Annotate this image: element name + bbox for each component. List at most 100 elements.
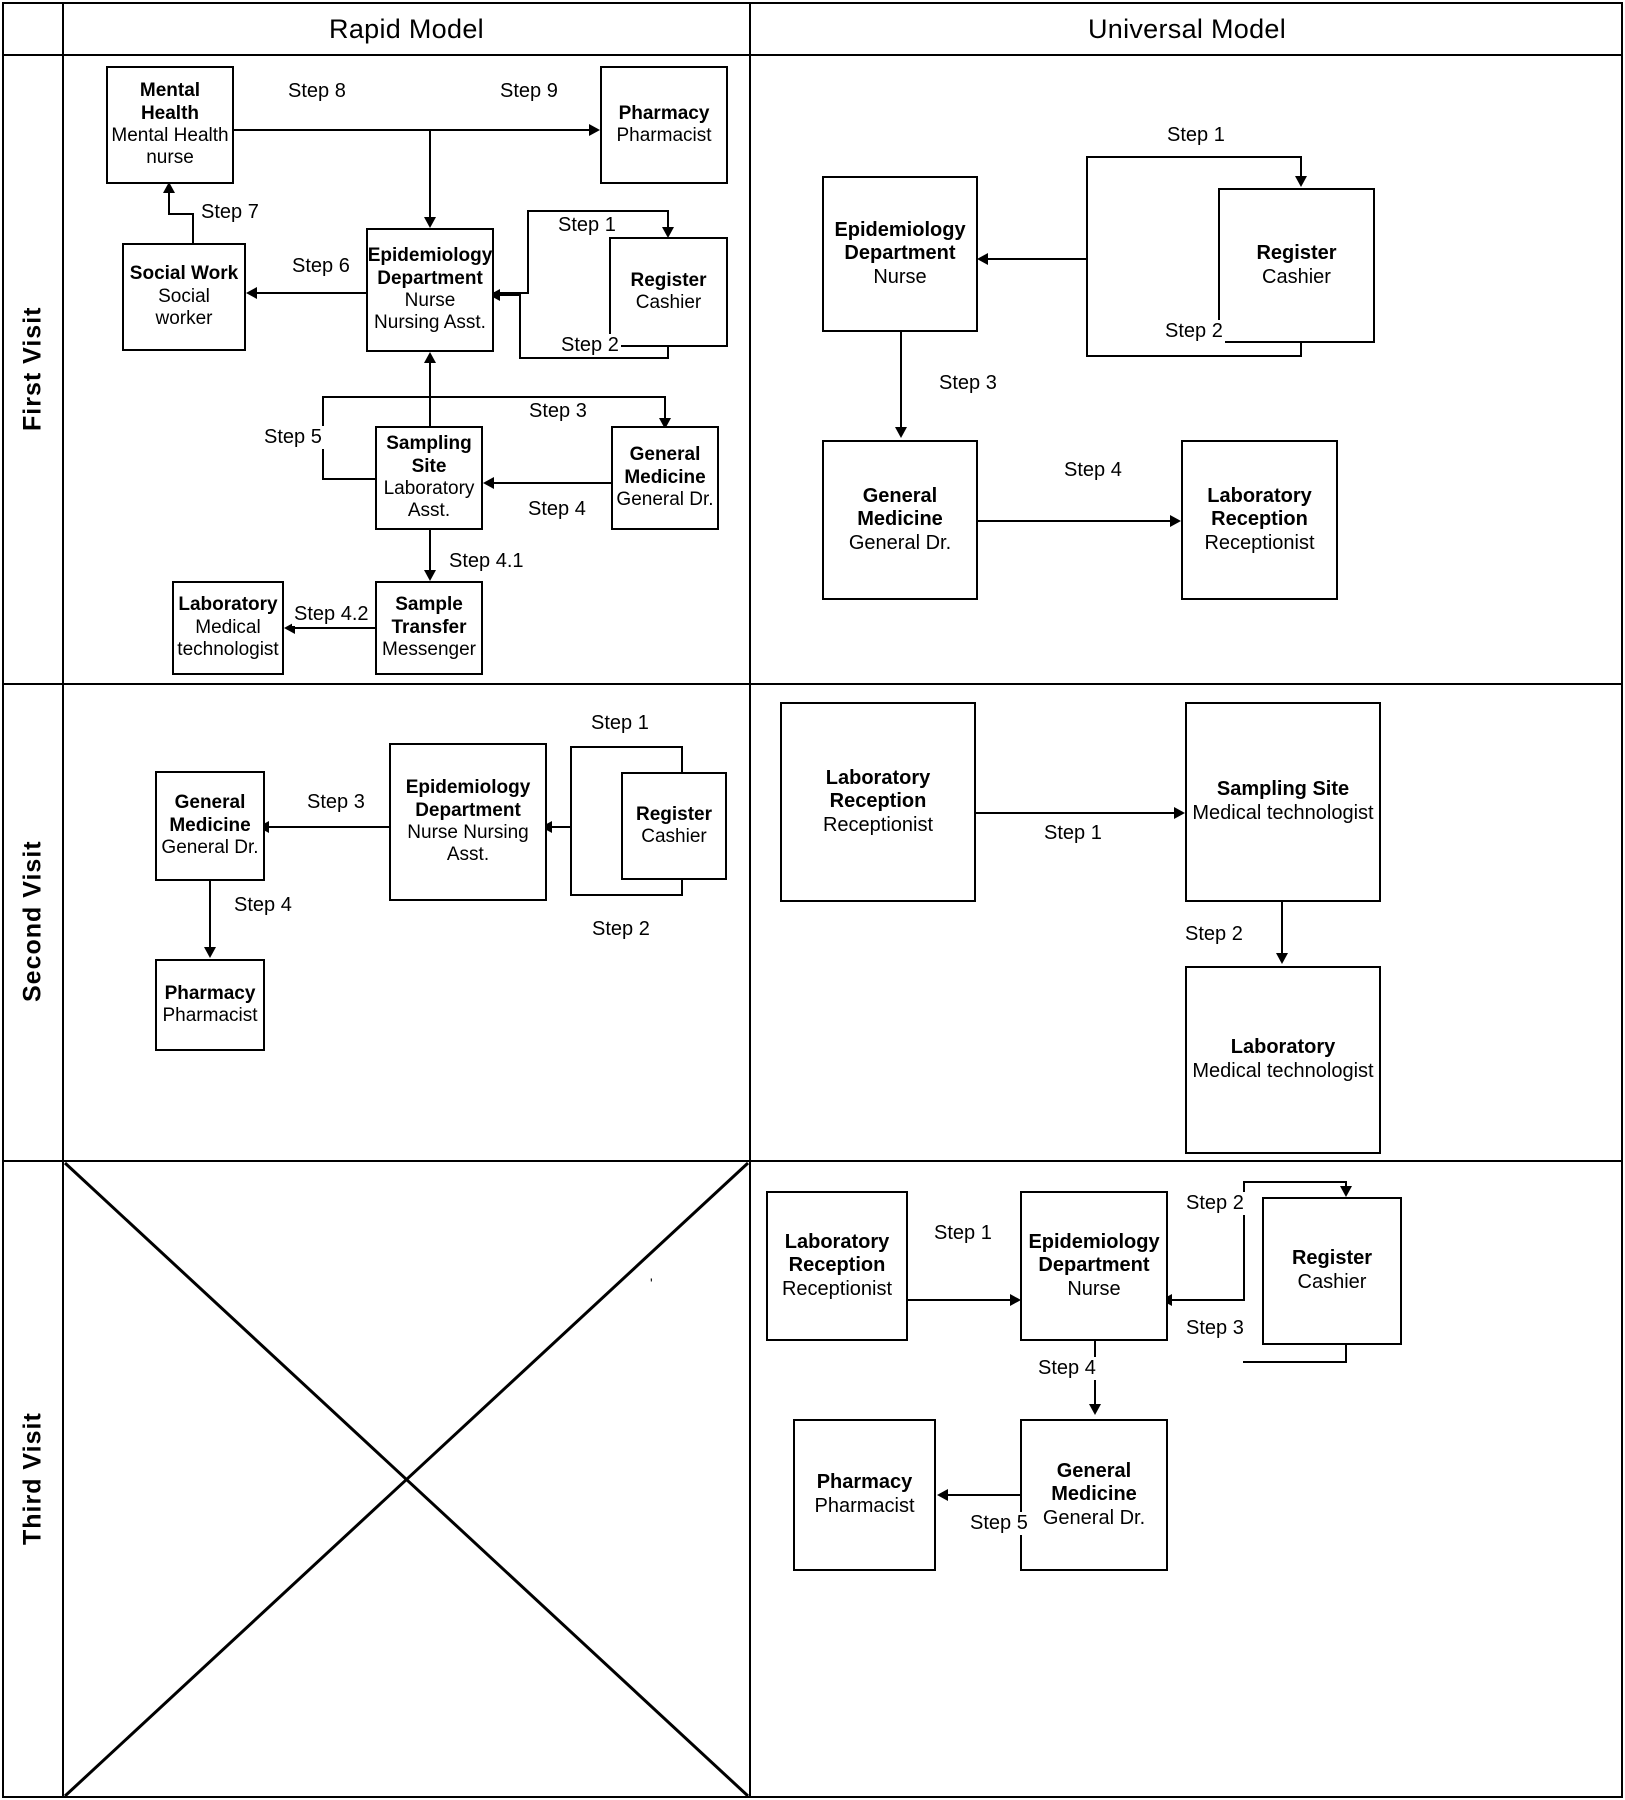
node-laboratory-u2[interactable]: Laboratory Medical technologist: [1185, 966, 1381, 1154]
edge-u3-step3-v1: [1345, 1345, 1347, 1363]
edge-r2-step3: [266, 826, 390, 828]
edge-u3-step2-h: [1243, 1181, 1347, 1183]
node-subtitle: Receptionist: [1204, 531, 1315, 554]
node-mental-health[interactable]: Mental Health Mental Health nurse: [106, 66, 234, 184]
node-title: General Medicine: [1051, 1459, 1137, 1506]
edge-u3-step2-v1: [1243, 1181, 1245, 1299]
node-title: General Medicine: [624, 444, 706, 488]
node-laboratory-reception-u2[interactable]: Laboratory Reception Receptionist: [780, 702, 976, 902]
edge-u1-step1-h: [1086, 156, 1302, 158]
step-label-4-r2: Step 4: [232, 894, 294, 917]
edge-epi-register-stub: [494, 292, 529, 294]
node-subtitle: Receptionist: [781, 1277, 893, 1300]
edge-register-to-epi-h2: [494, 294, 521, 296]
node-sampling-site-r1[interactable]: Sampling Site Laboratory Asst.: [375, 426, 483, 530]
node-subtitle: Pharmacist: [814, 1495, 915, 1517]
node-register-u3[interactable]: Register Cashier: [1262, 1197, 1402, 1345]
step-label-5: Step 5: [262, 426, 324, 449]
node-subtitle: Pharmacist: [616, 125, 712, 146]
node-title: Epidemiology Department: [367, 245, 493, 289]
edge-sampling-to-epi-v: [429, 396, 431, 428]
edge-u3-step2-v2: [1345, 1181, 1347, 1189]
node-title: Pharmacy: [618, 102, 710, 124]
node-title: Pharmacy: [816, 1471, 913, 1494]
node-subtitle: Laboratory Asst.: [383, 478, 475, 522]
edge-u1-step4: [978, 520, 1172, 522]
node-laboratory-reception-u1[interactable]: Laboratory Reception Receptionist: [1181, 440, 1338, 600]
node-title: Pharmacy: [164, 982, 256, 1004]
arrowhead-to-epi-u1: [977, 253, 988, 265]
node-epidemiology-u1[interactable]: Epidemiology Department Nurse: [822, 176, 978, 332]
node-pharmacy-r2[interactable]: Pharmacy Pharmacist: [155, 959, 265, 1051]
node-register-r2[interactable]: Register Cashier: [621, 772, 727, 880]
node-general-medicine-u3[interactable]: General Medicine General Dr.: [1020, 1419, 1168, 1571]
node-laboratory-reception-u3[interactable]: Laboratory Reception Receptionist: [766, 1191, 908, 1341]
edge-u1-step1-v2: [1300, 156, 1302, 178]
row-label-third-visit: Third Visit: [18, 1412, 47, 1546]
step-label-1-r1: Step 1: [556, 214, 618, 237]
step-label-4-1: Step 4.1: [447, 550, 526, 573]
node-subtitle: Cashier: [641, 826, 707, 847]
edge-u3-step3-in: [1168, 1299, 1245, 1301]
node-subtitle: General Dr.: [848, 531, 952, 554]
edge-u2-step2: [1281, 902, 1283, 954]
node-title: General Medicine: [857, 484, 943, 531]
step-label-9: Step 9: [498, 80, 560, 103]
node-title: General Medicine: [169, 792, 251, 836]
node-title: Social Work: [129, 263, 239, 285]
node-register-r1[interactable]: Register Cashier: [609, 237, 728, 347]
edge-junction-to-epidemiology: [429, 129, 431, 219]
node-social-work[interactable]: Social Work Social worker: [122, 243, 246, 351]
edge-social-to-mental-v2: [168, 192, 170, 214]
row-label-second-visit: Second Visit: [18, 840, 47, 1003]
edge-register-to-epi-h1: [519, 357, 669, 359]
header-row-divider: [2, 54, 1623, 56]
step-label-3-r2: Step 3: [305, 791, 367, 814]
node-pharmacy-r1[interactable]: Pharmacy Pharmacist: [600, 66, 728, 184]
edge-u1-step2-h1: [1086, 355, 1302, 357]
step-label-6: Step 6: [290, 255, 352, 278]
node-sample-transfer[interactable]: Sample Transfer Messenger: [375, 581, 483, 675]
edge-r2-step2-h: [570, 894, 683, 896]
step-label-1-u3: Step 1: [932, 1222, 994, 1245]
edge-epi-to-register-v1: [527, 210, 529, 292]
node-sampling-site-u2[interactable]: Sampling Site Medical technologist: [1185, 702, 1381, 902]
node-register-u1[interactable]: Register Cashier: [1218, 188, 1375, 343]
row-label-first-visit: First Visit: [18, 306, 47, 431]
node-laboratory-r1[interactable]: Laboratory Medical technologist: [172, 581, 284, 675]
node-pharmacy-u3[interactable]: Pharmacy Pharmacist: [793, 1419, 936, 1571]
step-label-2-u2: Step 2: [1183, 923, 1245, 946]
step-label-7: Step 7: [199, 201, 261, 224]
arrowhead-to-epi-u3: [1010, 1294, 1021, 1306]
node-subtitle: Medical technologist: [177, 616, 279, 661]
second-third-divider: [2, 1160, 1623, 1162]
step-label-1-u2: Step 1: [1042, 822, 1104, 845]
arrowhead-to-sampling-u2: [1174, 807, 1185, 819]
arrowhead-to-genmed-u3: [1089, 1404, 1101, 1415]
arrowhead-to-genmed-u1: [895, 427, 907, 438]
node-general-medicine-r2[interactable]: General Medicine General Dr.: [155, 771, 265, 881]
step-label-2-r2: Step 2: [590, 918, 652, 941]
node-title: Register: [630, 269, 707, 291]
node-subtitle: Pharmacist: [162, 1005, 258, 1026]
node-subtitle: Nurse: [1067, 1277, 1121, 1300]
edge-step3-h: [429, 396, 666, 398]
edge-register-to-epi-v2: [519, 294, 521, 358]
step-label-3-u3: Step 3: [1184, 1317, 1246, 1340]
step-label-8: Step 8: [286, 80, 348, 103]
edge-epi-to-social: [255, 292, 366, 294]
step-label-1-r2: Step 1: [589, 712, 651, 735]
edge-social-to-mental-v: [192, 213, 194, 245]
edge-epi-to-register-v2: [667, 210, 669, 230]
edge-transfer-to-lab: [292, 627, 375, 629]
node-epidemiology-u3[interactable]: Epidemiology Department Nurse: [1020, 1191, 1168, 1341]
node-epidemiology-r2[interactable]: Epidemiology Department Nurse Nursing As…: [389, 743, 547, 901]
arrowhead-to-pharmacy: [589, 124, 600, 136]
first-second-divider: [2, 683, 1623, 685]
node-title: Sampling Site: [1216, 778, 1350, 801]
node-general-medicine-u1[interactable]: General Medicine General Dr.: [822, 440, 978, 600]
step-label-4-u3: Step 4: [1036, 1357, 1098, 1380]
node-general-medicine-r1[interactable]: General Medicine General Dr.: [611, 426, 719, 530]
node-subtitle: Social worker: [155, 285, 213, 330]
node-epidemiology-r1[interactable]: Epidemiology Department Nurse Nursing As…: [366, 228, 494, 352]
